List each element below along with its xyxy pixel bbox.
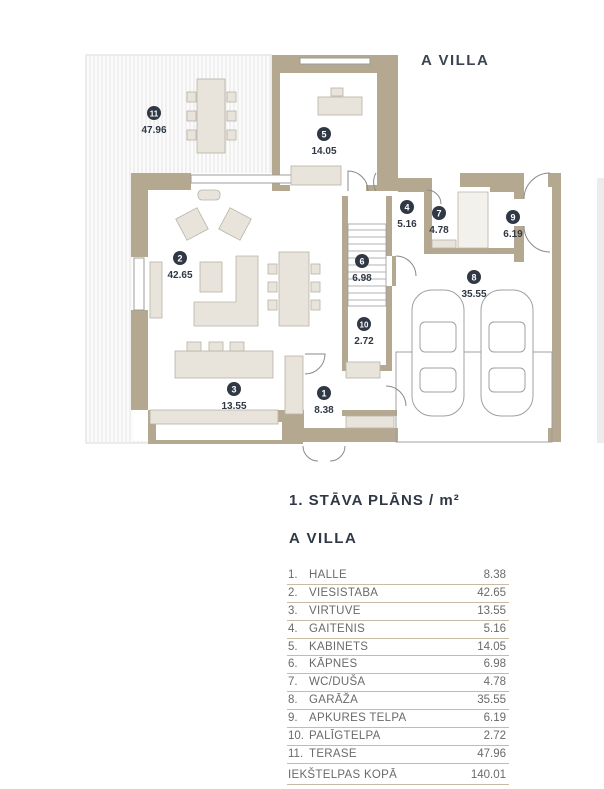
room-area-label: 2.72 (354, 336, 374, 347)
total-value: 140.01 (470, 769, 506, 781)
stairs (347, 223, 387, 307)
villa-subtitle: A VILLA (289, 530, 358, 547)
dining-table (278, 251, 310, 327)
room-area-label: 47.96 (141, 125, 166, 136)
room-area-label: 4.78 (429, 225, 449, 236)
room-area-label: 14.05 (311, 146, 336, 157)
room-badge-number: 9 (510, 213, 515, 223)
room-badge-number: 5 (321, 130, 326, 140)
room-badge-5 (317, 127, 331, 141)
room-badge-2 (173, 251, 187, 265)
coffee-table (199, 261, 223, 293)
room-badge-8 (467, 270, 481, 284)
car-left (411, 289, 465, 417)
room-badge-3 (227, 382, 241, 396)
furniture (149, 78, 489, 429)
room-badge-number: 11 (150, 110, 159, 119)
walls (131, 55, 561, 444)
office-desk (317, 96, 363, 116)
kitchen-counter (149, 409, 279, 425)
wardrobe (284, 355, 304, 415)
room-badge-9 (506, 210, 520, 224)
room-badge-7 (432, 206, 446, 220)
garage (395, 289, 553, 443)
wc-sink (431, 239, 457, 249)
plan-title: 1. STĀVA PLĀNS / m² (289, 492, 460, 509)
room-badge-number: 4 (404, 203, 409, 213)
edge-strip (597, 178, 604, 443)
room-badge-10 (357, 317, 371, 331)
room-badge-11 (147, 106, 161, 120)
car-right (480, 289, 534, 417)
room-area-label: 6.98 (352, 273, 372, 284)
doors (302, 170, 551, 462)
total-row: IEKŠTELPAS KOPĀ 140.01 (287, 767, 509, 785)
room-area-label: 13.55 (221, 401, 246, 412)
room-area-label: 8.38 (314, 405, 334, 416)
room-badges: 1 8.38 2 42.65 3 13.55 4 5.16 5 14.05 6 6.98 7 4.78 8 3… (141, 106, 523, 416)
shower (457, 191, 489, 249)
room-area-label: 6.19 (503, 229, 523, 240)
room-badge-number: 7 (436, 209, 441, 219)
room-badge-number: 6 (359, 257, 364, 267)
sectional-sofa (193, 255, 259, 327)
room-badge-number: 10 (360, 321, 369, 330)
room-badge-6 (355, 254, 369, 268)
room-badge-number: 2 (177, 254, 182, 264)
terrace-dining-table (196, 78, 226, 154)
room-badge-number: 1 (321, 389, 326, 399)
office-sofa (290, 165, 342, 186)
total-label: IEKŠTELPAS KOPĀ (288, 769, 398, 781)
room-badge-number: 3 (231, 385, 236, 395)
tv-console (149, 261, 163, 319)
armchair-right (218, 207, 252, 241)
room-badge-number: 8 (471, 273, 476, 283)
room-area-label: 42.65 (167, 270, 192, 281)
room-badge-1 (317, 386, 331, 400)
floor-plan: 1 8.38 2 42.65 3 13.55 4 5.16 5 14.05 6 6.98 7 4.78 8 3… (85, 54, 561, 462)
room-area-label: 35.55 (461, 289, 486, 300)
room-badge-4 (400, 200, 414, 214)
room-area-label: 5.16 (397, 219, 417, 230)
villa-label: A VILLA (421, 52, 490, 69)
kitchen-island (174, 350, 274, 379)
armchair-left (175, 207, 209, 241)
